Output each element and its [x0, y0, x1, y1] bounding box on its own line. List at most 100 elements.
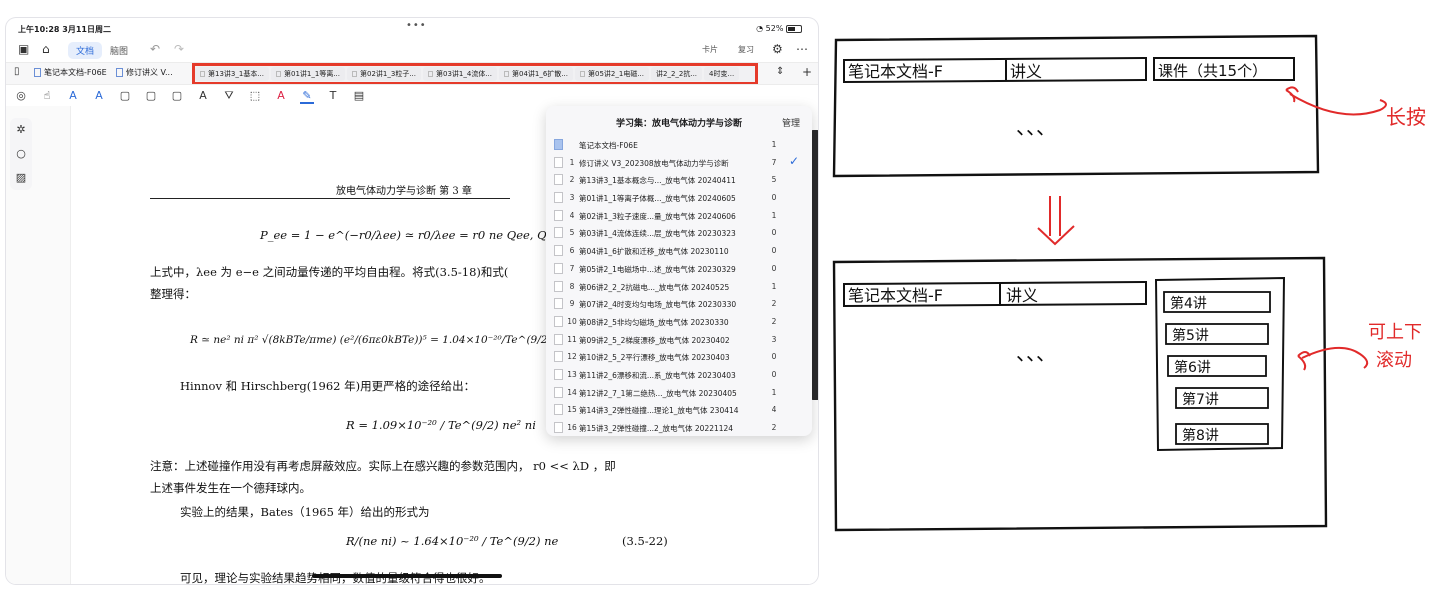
shape-icon[interactable]: ⛛ — [224, 89, 234, 102]
doc-tab-notebook[interactable]: 笔记本文档-F06E — [34, 67, 107, 78]
equation-3: R = 1.09×10⁻²⁰ / Te^(9/2) ne² ni — [346, 418, 536, 432]
pen-palette-strip[interactable] — [810, 130, 818, 400]
row-count: 0 — [771, 263, 777, 273]
bottom-ellipsis: 、、、 — [1016, 341, 1056, 365]
document-thumb-icon — [554, 404, 563, 416]
row-index: 14 — [567, 387, 577, 397]
document-thumb-icon — [554, 422, 563, 433]
multitask-dots[interactable]: ••• — [406, 20, 427, 31]
card-button[interactable]: 卡片 — [702, 45, 718, 54]
library-icon[interactable]: ⌂ — [42, 42, 50, 56]
highlighted-tab-strip[interactable]: 第13讲3_1基本... 第01讲1_1等离... 第02讲1_3粒子... 第… — [192, 63, 758, 85]
example-box-icon[interactable]: ▢ — [171, 89, 183, 102]
text-red-icon[interactable]: A — [277, 89, 285, 102]
undo-icon[interactable]: ↶ — [150, 42, 161, 56]
row-title: 第13讲3_1基本概念与..._放电气体 20240411 — [579, 176, 736, 186]
tab-mindmap[interactable]: 脑图 — [110, 47, 129, 57]
review-button[interactable]: 复习 — [738, 45, 754, 54]
row-index: 6 — [569, 246, 575, 256]
dropdown-item-box[interactable] — [1165, 323, 1269, 345]
doc-tab-lecture[interactable]: 修订讲义 V... — [116, 67, 173, 78]
home-indicator — [312, 574, 502, 578]
image-icon[interactable]: ▤ — [353, 89, 365, 102]
battery-icon — [786, 24, 802, 33]
bottom-frame — [832, 256, 1328, 532]
paragraph-3: Hinnov 和 Hirschberg(1962 年)用更严格的途径给出： — [180, 379, 476, 393]
sparkle-icon[interactable]: ✲ — [16, 123, 26, 136]
document-thumb-icon — [554, 156, 563, 168]
dropdown-item-box[interactable] — [1167, 355, 1267, 377]
top-tab1-text: 笔记本文档-F — [848, 62, 943, 81]
manage-button[interactable]: 管理 — [781, 119, 800, 129]
lasso-icon[interactable]: ◎ — [16, 89, 26, 102]
top-frame — [832, 34, 1320, 178]
text-color-icon[interactable]: A — [199, 89, 207, 102]
tab-chip[interactable]: 第01讲1_1等离... — [271, 67, 345, 81]
textbox-icon[interactable]: T — [329, 89, 337, 102]
copy-box-icon[interactable]: ▢ — [145, 89, 157, 102]
tab-chip[interactable]: 第13讲3_1基本... — [195, 67, 269, 81]
book-icon[interactable]: ▯ — [14, 66, 20, 77]
dropdown-item-box[interactable] — [1163, 291, 1271, 313]
top-ellipsis: 、、、 — [1016, 115, 1056, 139]
tab-document[interactable]: 文档 — [68, 42, 103, 59]
doc-tab-label: 修订讲义 V... — [126, 68, 173, 77]
sort-icon[interactable]: ⇕ — [776, 66, 785, 77]
text-a2-icon[interactable]: A — [95, 89, 103, 102]
row-title: 第06讲2_2_2抗磁电..._放电气体 20240525 — [579, 282, 730, 292]
row-title: 第07讲2_4时变均匀电场_放电气体 20230330 — [579, 300, 737, 310]
circle-icon[interactable]: ○ — [16, 147, 26, 160]
pen-icon[interactable]: ✎ — [300, 89, 314, 104]
tab-chip[interactable]: 第03讲1_4流体... — [423, 67, 497, 81]
tab-chip[interactable]: 第02讲1_3粒子... — [347, 67, 421, 81]
scroll-arrow — [1301, 347, 1369, 369]
row-count: 5 — [771, 175, 777, 185]
row-title: 第04讲1_6扩散和迁移_放电气体 20230110 — [579, 247, 729, 257]
dropdown-item-box[interactable] — [1175, 423, 1269, 445]
dropdown-item-label: 第8讲 — [1182, 427, 1219, 444]
file-icon — [116, 68, 123, 77]
formula-box-icon[interactable]: ▢ — [119, 89, 131, 102]
hand-icon[interactable]: ☝ — [43, 89, 51, 102]
tab-chip[interactable]: 讲2_2_2抗... — [651, 67, 703, 81]
text-a-icon[interactable]: A — [69, 89, 77, 102]
more-icon[interactable]: ⋯ — [796, 42, 808, 56]
sidebar-toggle-icon[interactable]: ▣ — [18, 42, 30, 56]
redo-icon[interactable]: ↷ — [174, 42, 185, 56]
tab-chip[interactable]: 第04讲1_6扩散... — [499, 67, 573, 81]
add-tab-icon[interactable]: + — [802, 65, 813, 79]
row-count: 7 — [771, 157, 777, 167]
doc-tab-label: 笔记本文档-F06E — [44, 68, 107, 77]
document-thumb-icon — [554, 174, 563, 186]
row-title: 第01讲1_1等离子体概..._放电气体 20240605 — [579, 194, 736, 204]
row-title: 第08讲2_5非均匀磁场_放电气体 20230330 — [579, 317, 729, 327]
settings-icon[interactable]: ⚙ — [772, 42, 783, 56]
document-thumb-icon — [554, 227, 563, 239]
picture-icon[interactable]: ▨ — [15, 171, 27, 184]
row-count: 2 — [771, 423, 777, 432]
crop-icon[interactable]: ⬚ — [249, 89, 261, 102]
row-count: 0 — [771, 193, 777, 203]
dropdown-item-box[interactable] — [1175, 387, 1269, 409]
row-index: 10 — [567, 316, 577, 326]
tab-chip[interactable]: 4时变... — [704, 67, 740, 81]
tab-chip[interactable]: 第05讲2_1电磁... — [575, 67, 649, 81]
